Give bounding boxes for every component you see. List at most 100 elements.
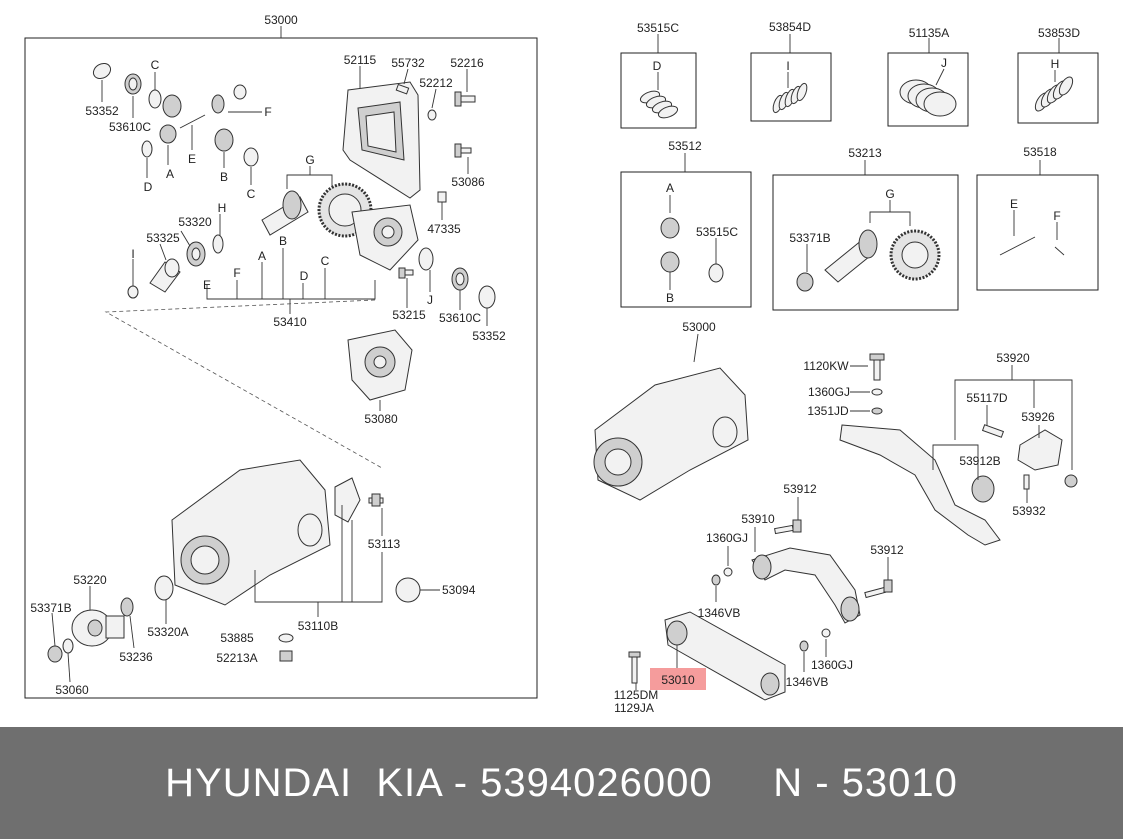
label-53236: 53236 <box>119 650 153 664</box>
spring-d <box>639 90 679 119</box>
companion-flange-53220 <box>71 609 125 647</box>
box-53854d <box>750 52 832 122</box>
label-h: H <box>218 201 227 215</box>
label-1346vb: 1346VB <box>698 606 741 620</box>
box-53213 <box>772 174 959 311</box>
label-f: F <box>264 105 271 119</box>
label-53912: 53912 <box>870 543 904 557</box>
label-53512: 53512 <box>668 139 702 153</box>
label-53213: 53213 <box>848 146 882 160</box>
label-53094: 53094 <box>442 583 476 597</box>
label-53610c: 53610C <box>439 311 481 325</box>
label-f: F <box>233 266 240 280</box>
part-number-footer: HYUNDAI KIA - 5394026000 N - 53010 <box>0 727 1123 839</box>
box-51135a <box>887 52 969 127</box>
label-53080: 53080 <box>364 412 398 426</box>
label-51135a: 51135A <box>909 26 949 40</box>
label-53352: 53352 <box>472 329 506 343</box>
label-d: D <box>653 59 662 73</box>
label-53320: 53320 <box>178 215 212 229</box>
label-53515c: 53515C <box>696 225 738 239</box>
label-i: I <box>131 247 134 261</box>
box-53518 <box>976 174 1099 291</box>
label-b: B <box>220 170 228 184</box>
label-53220: 53220 <box>73 573 107 587</box>
spring-h <box>1034 76 1074 112</box>
label-i: I <box>786 59 789 73</box>
label-53926: 53926 <box>1021 410 1055 424</box>
label-1351jd: 1351JD <box>807 404 849 418</box>
parts-diagram: 53000 53352 53610C C F D A E B C 52115 5… <box>24 13 1099 715</box>
label-55117d: 55117D <box>966 391 1007 405</box>
label-53410: 53410 <box>273 315 307 329</box>
label-d: D <box>300 269 309 283</box>
label-1120kw: 1120KW <box>803 359 849 373</box>
part-number-text: HYUNDAI KIA - 5394026000 N - 53010 <box>165 760 958 805</box>
label-53215: 53215 <box>392 308 426 322</box>
label-f: F <box>1053 209 1060 223</box>
box-53512 <box>620 171 752 308</box>
label-53910: 53910 <box>741 512 775 526</box>
label-c: C <box>247 187 256 201</box>
label-e: E <box>188 152 196 166</box>
label-53000: 53000 <box>264 13 298 27</box>
label-d: D <box>144 180 153 194</box>
label-53060: 53060 <box>55 683 89 697</box>
label-1360gj: 1360GJ <box>808 385 850 399</box>
label-53932: 53932 <box>1012 504 1046 518</box>
label-53352: 53352 <box>85 104 119 118</box>
label-1346vb: 1346VB <box>786 675 829 689</box>
label-53515c: 53515C <box>637 21 679 35</box>
label-1125dm: 1125DM <box>614 688 658 702</box>
label-e: E <box>203 278 211 292</box>
assembly-frame-53000 <box>24 37 538 699</box>
lower-arm-53010 <box>664 611 786 701</box>
label-53854d: 53854D <box>769 20 811 34</box>
label-52115: 52115 <box>344 53 377 67</box>
trailing-arm-53910 <box>751 547 861 624</box>
label-53110b: 53110B <box>298 619 338 633</box>
label-1360gj: 1360GJ <box>811 658 853 672</box>
label-52216: 52216 <box>450 56 484 70</box>
axle-housing-53000 <box>593 367 749 501</box>
label-h: H <box>1051 57 1060 71</box>
label-b: B <box>666 291 674 305</box>
label-53320a: 53320A <box>147 625 188 639</box>
label-a: A <box>166 167 174 181</box>
spring-j <box>899 79 957 117</box>
ring-pinion-set-53213 <box>824 229 941 283</box>
label-1129ja: 1129JA <box>614 701 654 715</box>
label-53371b: 53371B <box>789 231 830 245</box>
label-47335: 47335 <box>427 222 461 236</box>
cover-plate-52115 <box>342 81 421 199</box>
label-53853d: 53853D <box>1038 26 1080 40</box>
label-53912: 53912 <box>783 482 817 496</box>
label-53920: 53920 <box>996 351 1030 365</box>
spring-i <box>772 82 808 114</box>
label-53885: 53885 <box>220 631 254 645</box>
label-53010: 53010 <box>661 673 695 687</box>
label-53610c: 53610C <box>109 120 151 134</box>
box-53853d <box>1017 52 1099 124</box>
label-a: A <box>258 249 266 263</box>
label-j: J <box>941 56 947 70</box>
label-c: C <box>151 58 160 72</box>
label-52213a: 52213A <box>216 651 257 665</box>
differential-assembly-53080 <box>347 329 413 401</box>
label-53113: 53113 <box>368 537 401 551</box>
axle-housing <box>171 459 331 606</box>
crossmember-53920 <box>839 424 1078 546</box>
label-b: B <box>279 234 287 248</box>
label-53912b: 53912B <box>959 454 1000 468</box>
label-55732: 55732 <box>391 56 425 70</box>
label-53325: 53325 <box>146 231 180 245</box>
label-53000: 53000 <box>682 320 716 334</box>
label-e: E <box>1010 197 1018 211</box>
label-g: G <box>885 187 894 201</box>
label-a: A <box>666 181 674 195</box>
label-1360gj: 1360GJ <box>706 531 748 545</box>
differential-case <box>351 204 419 271</box>
label-53371b: 53371B <box>30 601 71 615</box>
label-c: C <box>321 254 330 268</box>
box-53515c <box>620 52 697 129</box>
